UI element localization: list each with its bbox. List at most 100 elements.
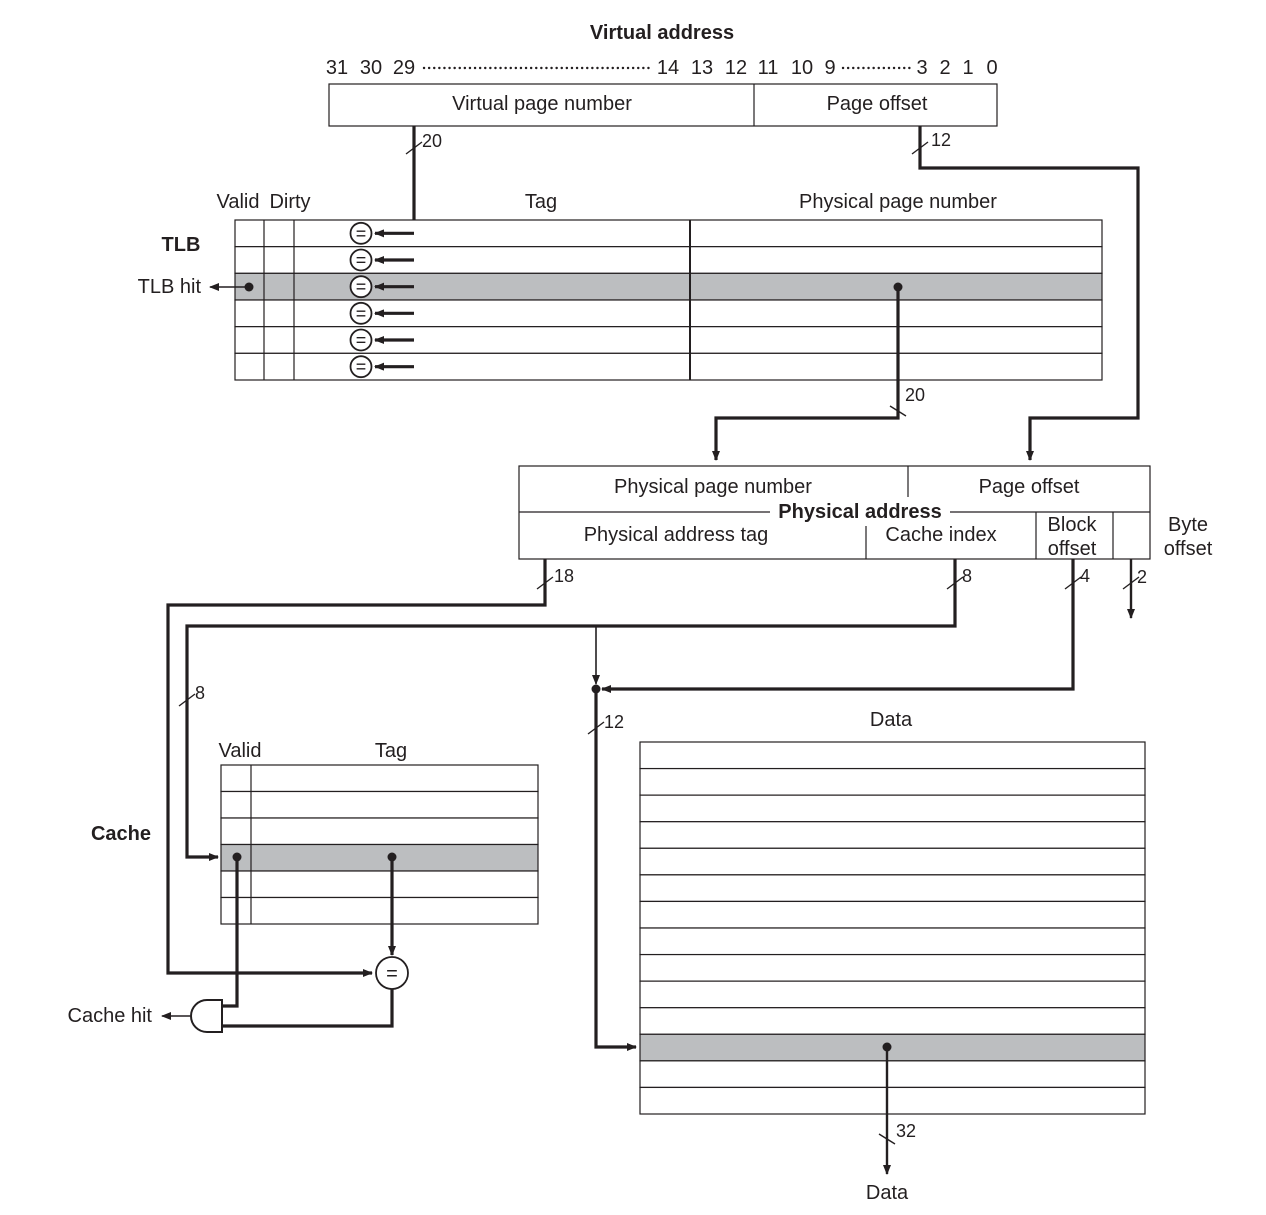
data-output-label: Data <box>866 1182 909 1204</box>
bus-line <box>594 689 637 1051</box>
valid-wire <box>222 857 239 1008</box>
tlb-title: TLB <box>162 234 201 256</box>
tlb-comparator <box>349 355 373 379</box>
bus-line <box>185 559 957 861</box>
bit-label: 2 <box>939 57 950 79</box>
table-row <box>220 764 539 793</box>
bus-width-slash <box>587 721 605 735</box>
table-row <box>639 794 1146 823</box>
bus-width-slash <box>536 576 554 590</box>
table-row <box>220 817 539 846</box>
table-row <box>639 741 1146 770</box>
table-row <box>220 896 539 925</box>
bus-width-label: 12 <box>931 130 951 150</box>
bit-label: 11 <box>758 57 779 79</box>
bit-label: 1 <box>962 57 973 79</box>
tlb-header-dirty: Dirty <box>269 191 310 213</box>
data-address-bus: 12 <box>587 684 637 1051</box>
pa-page-offset-field: Page offset <box>979 476 1080 498</box>
table-row <box>639 874 1146 903</box>
bit-label: 0 <box>986 57 997 79</box>
tlb-comparator <box>349 328 373 352</box>
table-row <box>639 767 1146 796</box>
bit-label: 9 <box>824 57 835 79</box>
highlighted-row <box>639 1033 1146 1062</box>
table-row <box>639 1060 1146 1089</box>
bus-width-slash <box>946 576 964 590</box>
equals-icon: = <box>356 223 367 243</box>
table-row <box>639 900 1146 929</box>
tlb-header-valid: Valid <box>217 191 260 213</box>
byte-offset-bus: 2 <box>1122 559 1147 619</box>
cache-title: Cache <box>91 823 151 845</box>
virtual-address-box <box>328 83 998 127</box>
bus-width-slash <box>878 1133 896 1145</box>
bus-width-label: 18 <box>554 566 574 586</box>
table-row <box>639 953 1146 982</box>
bit-labels: 31 30 29 14 13 12 11 10 9 3 2 1 0 <box>326 57 998 79</box>
bus-width-slash <box>1122 576 1140 590</box>
data-rows <box>639 741 1146 1115</box>
table-row <box>639 980 1146 1009</box>
table-row <box>639 1007 1146 1035</box>
cache-rows <box>220 764 539 925</box>
highlighted-row <box>220 843 539 872</box>
virtual-address-title: Virtual address <box>590 22 734 44</box>
cache-hit-label: Cache hit <box>68 1005 153 1027</box>
virtual-page-number-field: Virtual page number <box>452 93 632 115</box>
equals-icon: = <box>356 357 367 377</box>
tlb-header-tag: Tag <box>525 191 557 213</box>
bit-label: 29 <box>393 57 415 79</box>
tlb-hit-label: TLB hit <box>138 276 202 298</box>
bit-label: 10 <box>791 57 813 79</box>
equals-icon: = <box>356 250 367 270</box>
bit-label: 14 <box>657 57 679 79</box>
bit-label: 3 <box>916 57 927 79</box>
block-offset-bus: 4 <box>601 559 1090 693</box>
bus-width-slash <box>911 141 929 155</box>
page-offset-field: Page offset <box>827 93 928 115</box>
physical-address-title: Physical address <box>778 501 941 523</box>
equals-icon: = <box>386 963 398 985</box>
bus-width-slash <box>1064 576 1082 590</box>
bit-label: 31 <box>326 57 348 79</box>
bus-width-label: 20 <box>905 385 925 405</box>
bit-label: 30 <box>360 57 382 79</box>
byte-offset-label-1: Byte <box>1168 514 1208 536</box>
bus-width-slash <box>889 405 907 417</box>
equals-icon: = <box>356 330 367 350</box>
bus-width-slash <box>405 141 423 155</box>
tlb-comparator <box>349 275 373 299</box>
cache-header-tag: Tag <box>375 740 407 762</box>
bus-width-label: 8 <box>195 683 205 703</box>
virtual-address: Virtual address 31 30 29 14 13 12 11 10 … <box>326 22 998 127</box>
byte-offset-label-2: offset <box>1164 538 1213 560</box>
pa-cache-index-field: Cache index <box>885 524 996 546</box>
equals-icon: = <box>356 303 367 323</box>
bus-width-label: 12 <box>604 712 624 732</box>
bus-line <box>601 559 1075 693</box>
equals-icon: = <box>356 277 367 297</box>
compare-wire <box>222 989 394 1028</box>
bus-width-label: 2 <box>1137 567 1147 587</box>
tlb-comparator <box>349 301 373 325</box>
bus-width-label: 20 <box>422 131 442 151</box>
tlb-comparator <box>349 248 373 272</box>
bus-width-label: 4 <box>1080 566 1090 586</box>
bit-label: 12 <box>725 57 747 79</box>
physical-address: Physical page number Page offset Physica… <box>518 465 1213 560</box>
tlb: TLB Valid Dirty Tag Physical page number… <box>138 191 1103 461</box>
bus-line <box>918 126 1140 461</box>
ppn-bus <box>712 287 900 461</box>
pa-tag-field: Physical address tag <box>584 524 769 546</box>
page-offset-bus: 12 <box>911 126 1140 461</box>
and-gate-icon <box>190 999 223 1033</box>
tlb-comparator <box>349 221 373 245</box>
cache-index-bus: 8 8 <box>178 559 972 861</box>
table-row <box>220 870 539 899</box>
data-array: Data 32 Data <box>639 709 1146 1204</box>
table-row <box>220 790 539 819</box>
bit-label: 13 <box>691 57 713 79</box>
